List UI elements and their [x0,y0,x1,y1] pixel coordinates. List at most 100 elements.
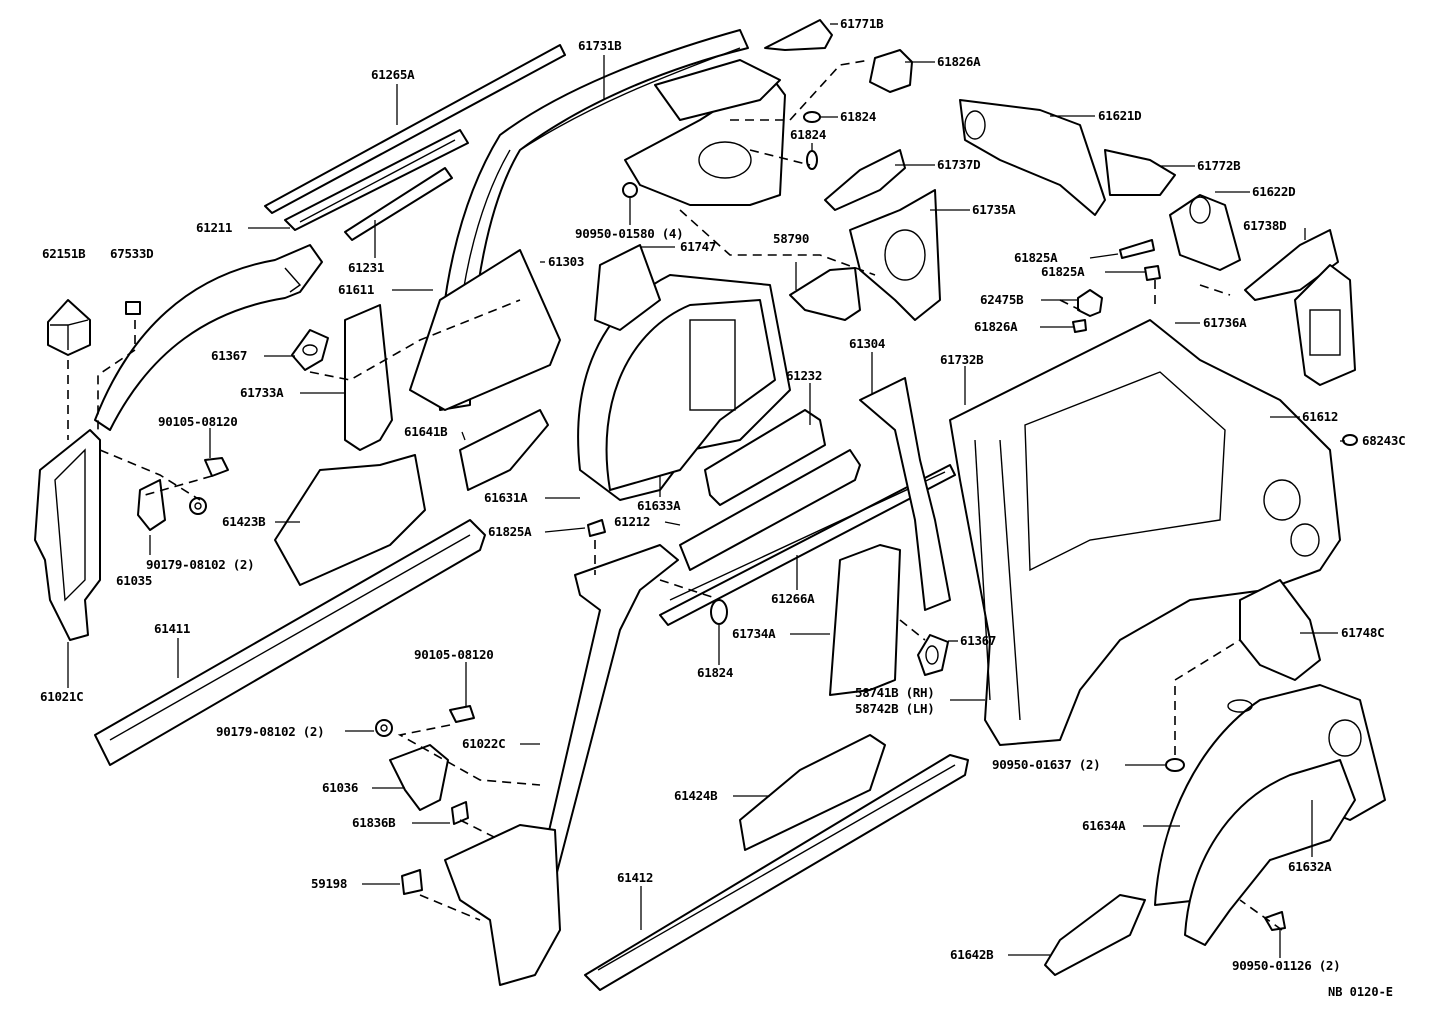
label-61826a-top: 61826A [937,54,981,69]
callout-labels: 61771B 61731B 61826A 61265A 61824 61824 … [40,16,1406,973]
label-61733a: 61733A [240,385,284,400]
pad-67533d [125,301,141,315]
grommet-61824-a [803,111,821,123]
plug-90950-01126 [1264,911,1286,931]
pad-61825a-mid [587,519,606,537]
label-61824-b: 61824 [790,127,826,142]
label-90950-01126: 90950-01126 (2) [1232,958,1340,973]
gusset-61737d [824,149,906,211]
label-61633a: 61633A [637,498,681,513]
label-68243c: 68243C [1362,433,1405,448]
label-61731b: 61731B [578,38,622,53]
label-61734a: 61734A [732,626,776,641]
label-61621d: 61621D [1098,108,1141,123]
label-61732b: 61732B [940,352,984,367]
bracket-61771b [764,19,833,51]
pillar-61304 [859,377,951,611]
label-61304: 61304 [849,336,885,351]
pillar-61022c [539,544,679,881]
pillar-base [444,824,561,986]
label-61265a: 61265A [371,67,415,82]
bracket-61641b [459,409,549,491]
label-61735a: 61735A [972,202,1016,217]
label-61367-a: 61367 [211,348,247,363]
label-61632a: 61632A [1288,859,1332,874]
leader-lines [67,23,1345,958]
label-61634a: 61634A [1082,818,1126,833]
label-61825a-mid: 61825A [488,524,532,539]
label-61747: 61747 [680,239,716,254]
pad-61825a-r2 [1144,265,1161,281]
label-61642b: 61642B [950,947,994,962]
extension-61735a [849,189,941,321]
pillar-61021c [34,429,101,641]
front-pillar-61211 [94,244,323,431]
reinforcement-61423b [274,454,426,586]
label-59198: 59198 [311,876,347,891]
label-61231: 61231 [348,260,384,275]
grommet-61824-b [806,150,818,170]
part-illustrations [34,19,1386,991]
wheelhouse-right [1154,684,1386,946]
extension-61748c [1239,579,1321,681]
quarter-panel-61612 [949,319,1341,746]
grommet-68243c [1342,434,1358,446]
pad-61826a-mid [1072,319,1087,333]
assembly-lines [67,59,1283,931]
fasteners-left [137,457,229,531]
label-61824-a: 61824 [840,109,876,124]
reinforcement-61734a [829,544,901,696]
pad-61367-a [291,329,329,371]
rocker-strips-mid [659,449,956,626]
label-61035: 61035 [116,573,152,588]
label-61825a-r1: 61825A [1014,250,1058,265]
label-61411: 61411 [154,621,190,636]
label-61772b: 61772B [1197,158,1241,173]
label-61736a: 61736A [1203,315,1247,330]
pad-61367-b [917,634,949,676]
label-61738d: 61738D [1243,218,1286,233]
label-61771b: 61771B [840,16,884,31]
reinforcement-61733a [344,304,393,451]
figure-code: NB 0120-E [1328,985,1393,999]
wheelhouse-left [577,244,791,501]
label-61367-b: 61367 [960,633,996,648]
label-90179-08102-b: 90179-08102 (2) [216,724,324,739]
label-61232: 61232 [786,368,822,383]
rail-61232 [704,409,826,506]
grommet-61824-c [710,599,728,625]
label-61748c: 61748C [1341,625,1384,640]
roof-rail-strips [264,44,566,241]
label-90950-01637: 90950-01637 (2) [992,757,1100,772]
label-90105-08120-a: 90105-08120 [158,414,237,429]
label-61423b: 61423B [222,514,266,529]
reinforcement-61424b [739,734,886,851]
plug-90950-01580 [622,182,638,198]
label-61622d: 61622D [1252,184,1295,199]
label-61641b: 61641B [404,424,448,439]
cover-61826a-top [869,49,913,93]
label-90950-01580: 90950-01580 (4) [575,226,683,241]
label-90105-08120-b: 90105-08120 [414,647,493,662]
label-61737d: 61737D [937,157,980,172]
label-61611: 61611 [338,282,374,297]
label-61836b: 61836B [352,815,396,830]
label-61303: 61303 [548,254,584,269]
label-61424b: 61424B [674,788,718,803]
label-62475b: 62475B [980,292,1024,307]
label-61021c: 61021C [40,689,83,704]
bracket-61642b [1044,894,1146,976]
quarter-inner-top [624,59,786,206]
pad-61825a-r1 [1119,239,1155,259]
rocker-61412 [584,754,969,991]
label-61612: 61612 [1302,409,1338,424]
label-61212: 61212 [614,514,650,529]
label-90179-08102-a: 90179-08102 (2) [146,557,254,572]
clip-62151b [47,299,91,356]
label-58742b: 58742B (LH) [855,701,934,716]
far-right-panels [1244,229,1356,386]
label-61266a: 61266A [771,591,815,606]
label-58741b: 58741B (RH) [855,685,934,700]
label-61826a-mid: 61826A [974,319,1018,334]
